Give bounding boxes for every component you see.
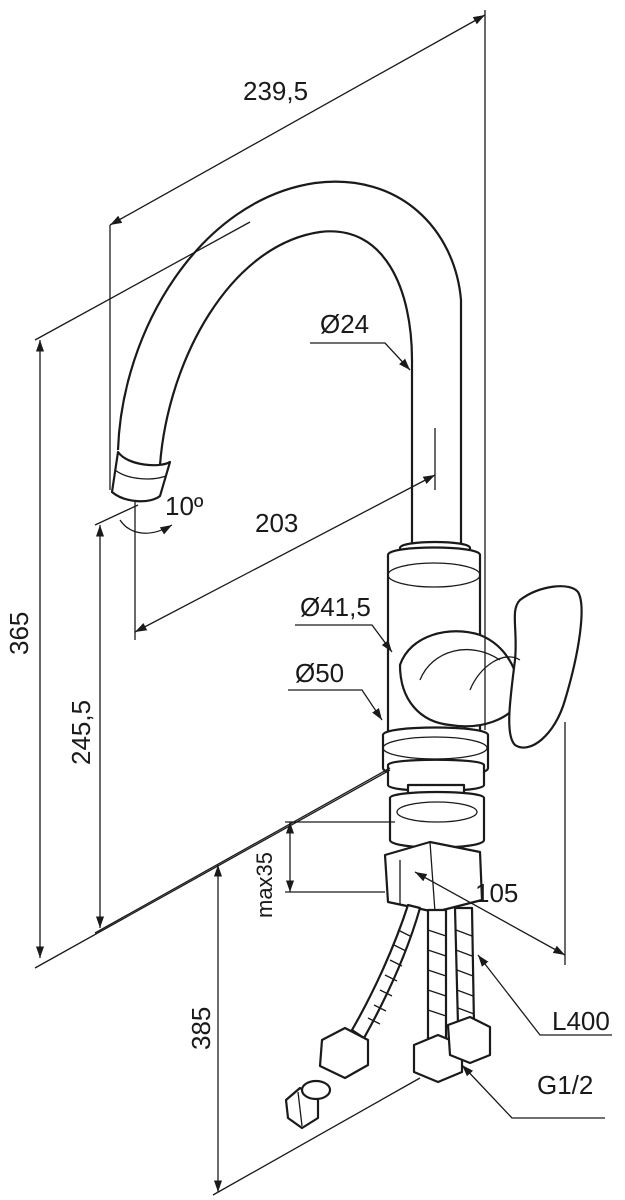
threaded-adapter [284, 1079, 332, 1130]
mounting-plate [388, 790, 486, 849]
hose-fitting-left [318, 1026, 370, 1080]
label-lever-offset: 105 [475, 878, 518, 908]
label-overall-length: 239,5 [243, 76, 308, 106]
lever-cartridge [398, 630, 522, 728]
label-spout-diameter: Ø24 [320, 309, 369, 339]
label-hose-drop: 385 [186, 1007, 216, 1050]
label-hose-length: L400 [552, 1006, 610, 1036]
label-thread-size: G1/2 [537, 1070, 593, 1100]
dimension-lines [34, 10, 612, 1196]
label-base-diameter: Ø50 [295, 658, 344, 688]
lever-handle [508, 585, 583, 749]
hose-fitting-right [446, 1015, 492, 1065]
label-spout-angle: 10º [165, 491, 204, 521]
label-body-diameter: Ø41,5 [300, 592, 371, 622]
label-spout-height: 245,5 [66, 700, 96, 765]
braided-hoses [350, 903, 476, 1042]
washer [386, 758, 486, 793]
label-total-height: 365 [4, 612, 34, 655]
dimension-labels: 239,5 Ø24 10º 203 Ø41,5 Ø50 365 245,5 ma… [4, 76, 610, 1100]
label-spout-reach: 203 [255, 508, 298, 538]
label-max-deck-thickness: max35 [252, 852, 277, 918]
